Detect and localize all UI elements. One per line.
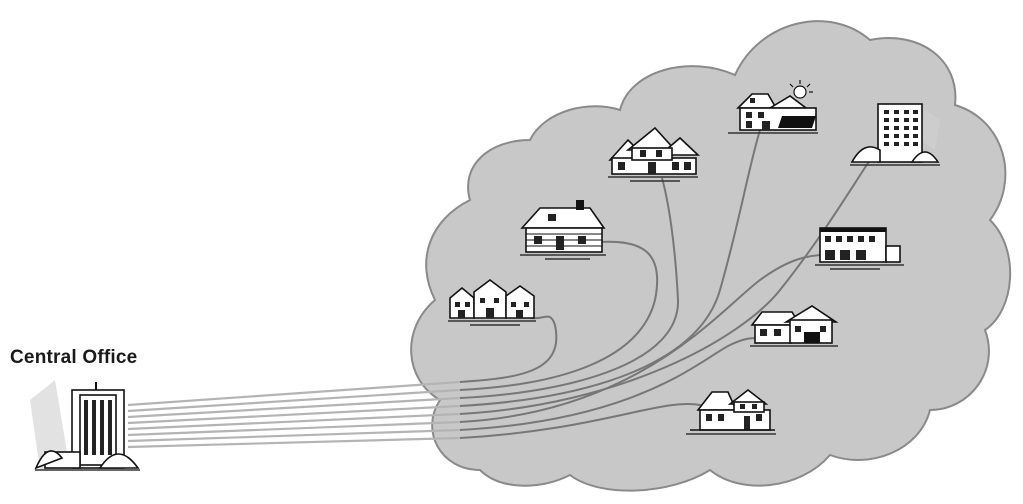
fiber-trunk (127, 380, 461, 449)
subscriber-network-cloud (410, 20, 1011, 492)
two-story-house-icon (608, 126, 701, 182)
ranch-house-icon (750, 305, 839, 347)
central-office-label: Central Office (10, 347, 138, 368)
office-tower-icon (30, 380, 140, 471)
solar-house-icon (728, 80, 818, 134)
townhouses-icon (448, 279, 536, 326)
cabin-house-icon (520, 200, 606, 260)
storefront-icon (815, 227, 904, 270)
victorian-house-icon (686, 388, 776, 435)
apartment-tower-icon (850, 103, 940, 166)
